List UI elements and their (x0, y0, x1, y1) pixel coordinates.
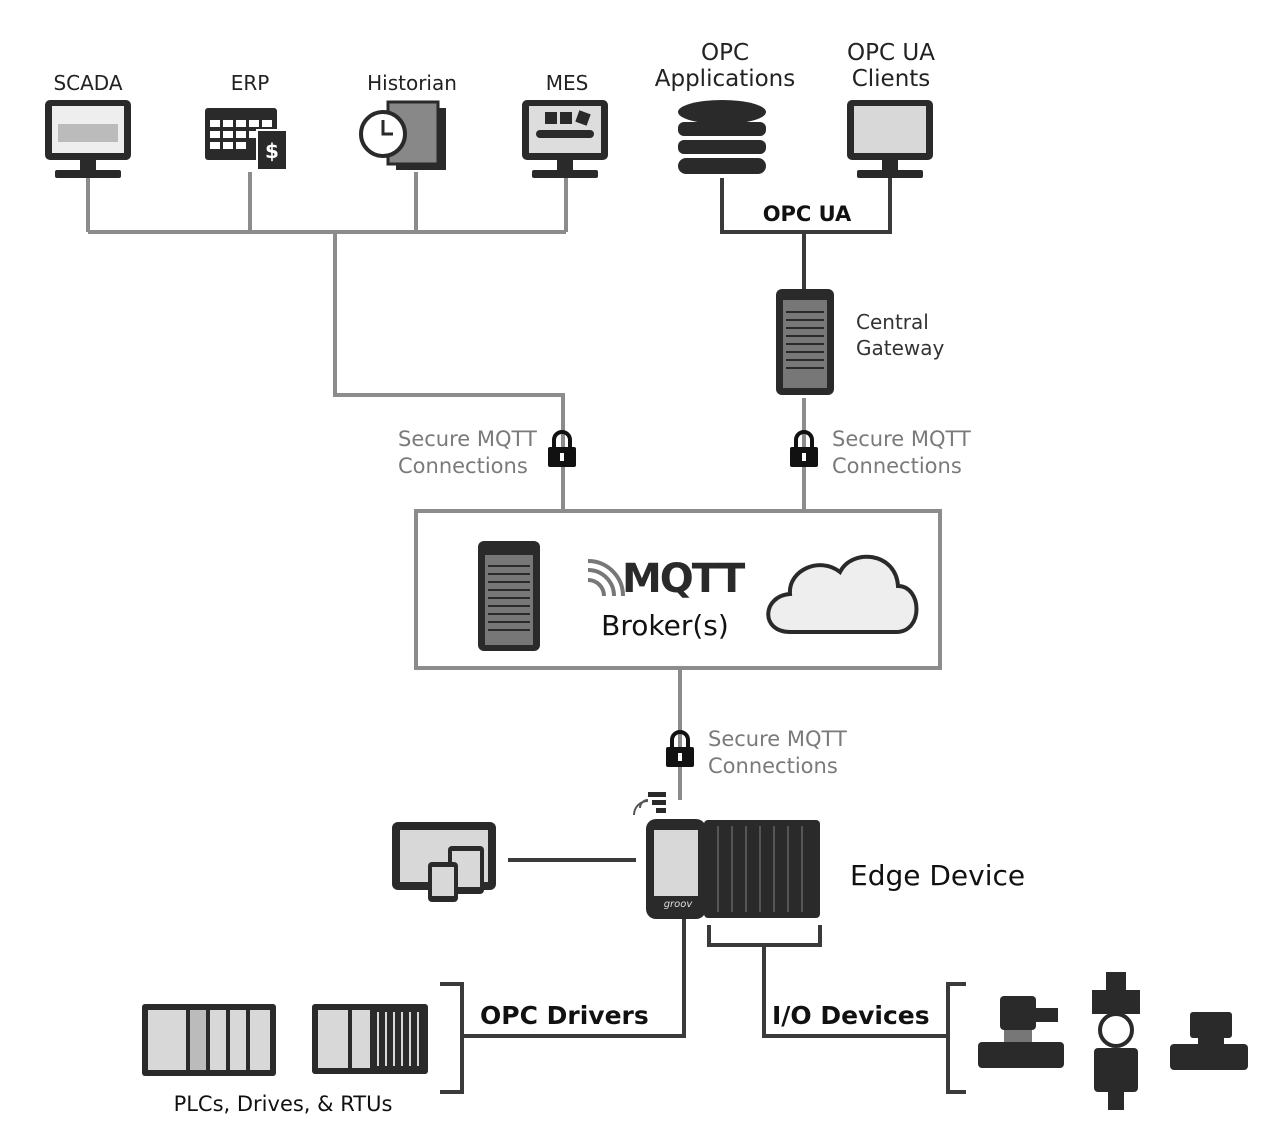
filter-regulator-icon (1092, 972, 1140, 1110)
central-gateway-server-icon (776, 289, 834, 395)
mqtt-logo-icon (587, 559, 625, 597)
edge-controller-icon (633, 792, 820, 919)
valve-icon (978, 996, 1064, 1068)
central-gateway-line2: Gateway (856, 336, 945, 360)
opc-client-monitor-icon (847, 100, 933, 178)
dark-lines (440, 172, 966, 1094)
scada-label: SCADA (53, 71, 123, 95)
flow-meter-icon (1170, 1012, 1248, 1070)
plcs-drives-rtus-label: PLCs, Drives, & RTUs (173, 1092, 393, 1116)
connection-lines (86, 172, 806, 800)
secure-bottom-line1: Secure MQTT (708, 727, 847, 751)
plc-icon (142, 1004, 276, 1076)
lock-icon-bottom (666, 730, 694, 767)
broker-label: Broker(s) (601, 609, 729, 642)
lock-icon-right (790, 430, 818, 467)
erp-label: ERP (230, 71, 270, 95)
secure-mqtt-right-label: Secure MQTT Connections (832, 426, 971, 481)
mes-label: MES (545, 71, 589, 95)
central-gateway-label: Central Gateway (856, 309, 944, 361)
rtu-icon (312, 1004, 428, 1074)
broker-server-icon (478, 541, 540, 651)
calendar-dollar-icon: $ (205, 108, 288, 171)
lock-icon-left (548, 430, 576, 467)
clock-documents-icon (359, 100, 446, 170)
opc-drivers-label: OPC Drivers (480, 1001, 649, 1030)
opc-ua-clients-line2: Clients (851, 66, 931, 93)
io-devices-label: I/O Devices (772, 1001, 930, 1030)
groov-brand-text: groov (663, 899, 693, 910)
opc-applications-line1: OPC (700, 40, 750, 66)
mes-monitor-icon (522, 100, 608, 178)
secure-bottom-line2: Connections (708, 754, 838, 779)
scada-monitor-icon (45, 100, 131, 178)
cloud-icon (766, 554, 919, 634)
secure-right-line2: Connections (832, 454, 962, 479)
secure-mqtt-left-label: Secure MQTT Connections (398, 426, 537, 481)
opc-ua-bus-label: OPC UA (762, 202, 852, 226)
svg-text:$: $ (265, 139, 279, 163)
edge-device-label: Edge Device (850, 859, 1026, 892)
tablet-phone-icon (392, 822, 496, 902)
opc-ua-clients-line1: OPC UA (847, 40, 935, 66)
secure-left-line1: Secure MQTT (398, 427, 537, 451)
opc-applications-label: OPC Applications (650, 40, 800, 93)
opc-applications-line2: Applications (654, 66, 796, 93)
secure-mqtt-bottom-label: Secure MQTT Connections (708, 726, 847, 781)
database-icon (678, 100, 766, 174)
secure-left-line2: Connections (398, 454, 528, 479)
mqtt-logo-text: MQTT (622, 556, 745, 602)
historian-label: Historian (367, 71, 457, 95)
central-gateway-line1: Central (856, 310, 929, 334)
opc-ua-clients-label: OPC UA Clients (832, 40, 950, 93)
secure-right-line1: Secure MQTT (832, 427, 971, 451)
